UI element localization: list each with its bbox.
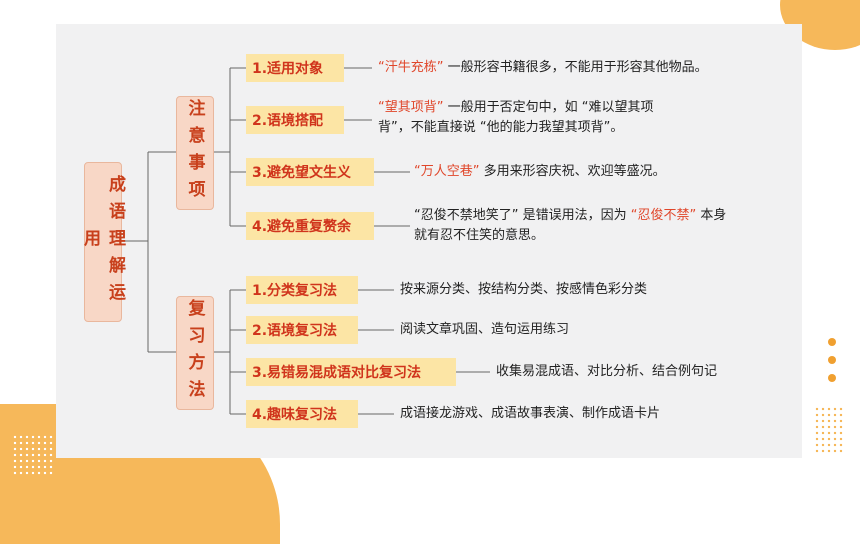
desc-segment: “忍俊不禁地笑了” 是错误用法，因为 [414,208,631,223]
desc-segment: 收集易混成语、对比分析、结合例句记 [496,364,718,379]
desc-segment: 成语接龙游戏、成语故事表演、制作成语卡片 [400,406,661,421]
desc-segment: “望其项背” [378,100,444,115]
desc-contrast-review: 收集易混成语、对比分析、结合例句记 [496,362,786,382]
desc-fun-review: 成语接龙游戏、成语故事表演、制作成语卡片 [400,404,760,424]
desc-avoid-redundancy: “忍俊不禁地笑了” 是错误用法，因为 “忍俊不禁” 本身就有忍不住笑的意思。 [414,206,734,246]
branch-review-methods: 复习方法 [176,296,214,410]
desc-segment: 本身就有忍不住笑的意思。 [414,208,727,243]
desc-segment: “汗牛充栋” [378,60,444,75]
desc-segment: “万人空巷” [414,164,480,179]
label-context-review: 2.语境复习法 [246,316,358,344]
desc-segment: “忍俊不禁” [630,208,697,223]
desc-applicable-object: “汗牛充栋” 一般形容书籍很多，不能用于形容其他物品。 [378,58,778,78]
branch-precautions: 注意事项 [176,96,214,210]
desc-segment: 阅读文章巩固、造句运用练习 [400,322,570,337]
connector-lines [120,67,490,415]
dot-1 [828,338,836,346]
dot-3 [828,374,836,382]
label-fun-review: 4.趣味复习法 [246,400,358,428]
label-context-collocation: 2.语境搭配 [246,106,344,134]
desc-segment: 多用来形容庆祝、欢迎等盛况。 [479,164,666,179]
root-node: 成语理解运用 [80,162,125,322]
desc-context-collocation: “望其项背” 一般用于否定句中，如 “难以望其项背”，不能直接说 “他的能力我望… [378,98,678,138]
dot-2 [828,356,836,364]
dot-grid-bottom-right [814,406,844,454]
desc-segment: 一般用于否定句中，如 “难以望其项背”，不能直接说 “他的能力我望其项背”。 [378,100,654,135]
desc-segment: 按来源分类、按结构分类、按感情色彩分类 [400,282,648,297]
desc-classification-review: 按来源分类、按结构分类、按感情色彩分类 [400,280,760,300]
desc-context-review: 阅读文章巩固、造句运用练习 [400,320,760,340]
label-avoid-redundancy: 4.避免重复赘余 [246,212,374,240]
dot-grid-bottom-left [12,434,54,476]
label-avoid-literal: 3.避免望文生义 [246,158,374,186]
desc-avoid-literal: “万人空巷” 多用来形容庆祝、欢迎等盛况。 [414,162,774,182]
label-contrast-review: 3.易错易混成语对比复习法 [246,358,456,386]
desc-segment: 一般形容书籍很多，不能用于形容其他物品。 [443,60,708,75]
label-classification-review: 1.分类复习法 [246,276,358,304]
label-applicable-object: 1.适用对象 [246,54,344,82]
